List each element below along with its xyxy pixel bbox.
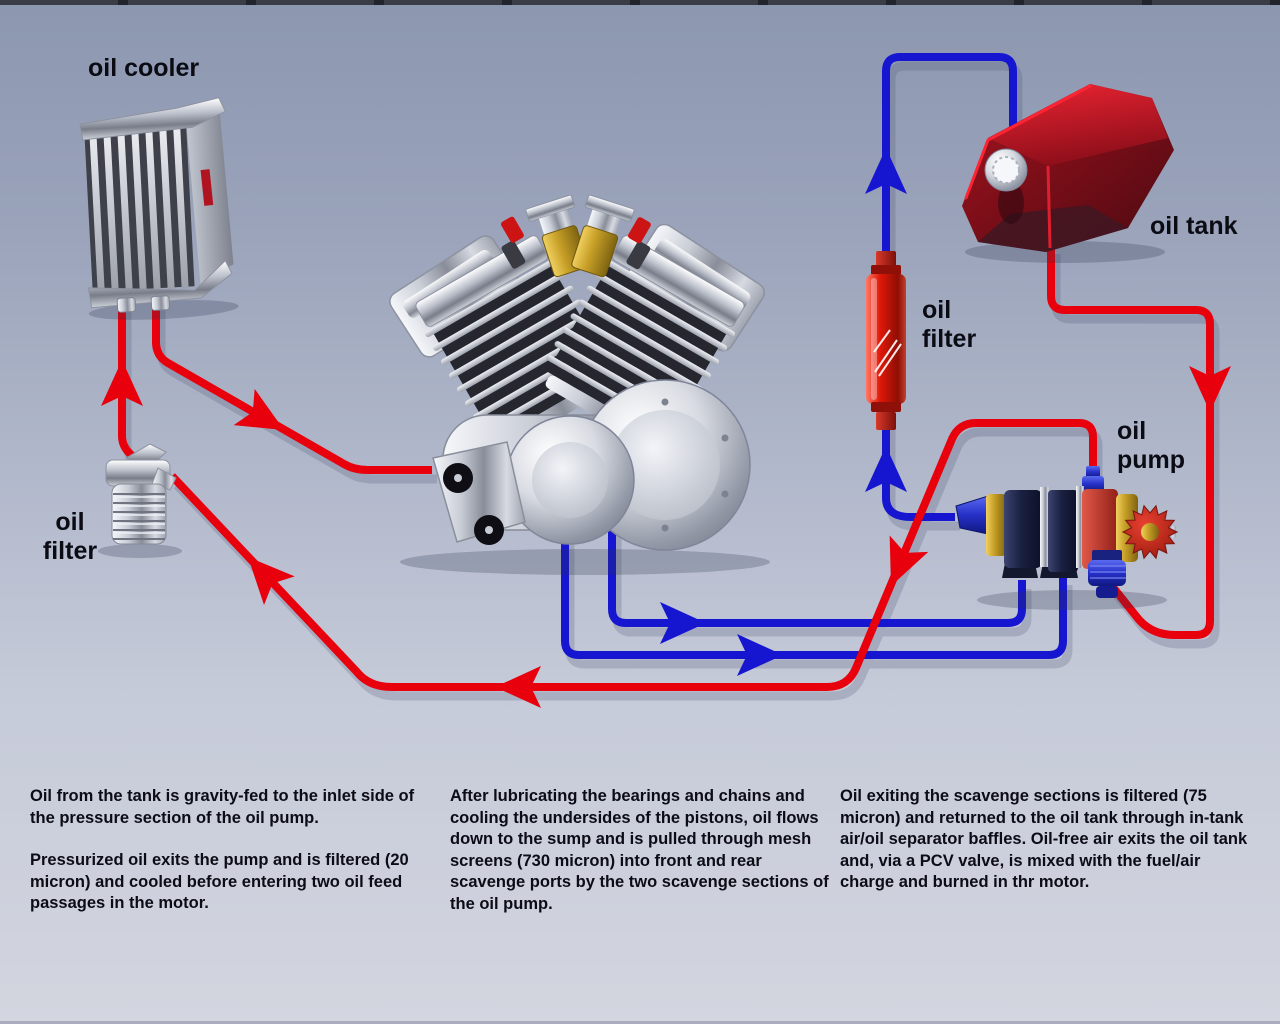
inline-oil-filter-graphic (866, 251, 906, 430)
oil-pump-graphic (955, 466, 1179, 610)
engine-graphic (389, 194, 770, 575)
oil-tank-graphic (962, 84, 1174, 263)
scavenge-section-text: After lubricating the bearings and chain… (450, 786, 830, 915)
scavenge-line-filter-to-tank (882, 53, 1017, 262)
oil-pump-label: oil pump (1117, 417, 1185, 475)
pressure-section-text: Oil from the tank is gravity-fed to the … (30, 786, 432, 915)
oil-filter-left-label-line1: oil (55, 508, 85, 536)
scavenge-lines (561, 53, 1067, 676)
scavenge-line-front-sump (561, 520, 1067, 659)
pressure-line-tank-to-pump (1047, 245, 1214, 639)
oil-filter-right-label: oil filter (922, 296, 976, 354)
pressure-section-paragraph-2: Pressurized oil exits the pump and is fi… (30, 851, 409, 912)
scavenge-section-paragraph: After lubricating the bearings and chain… (450, 787, 829, 913)
oil-filter-right-label-line1: oil (922, 296, 952, 324)
oil-filter-left-label: oil filter (30, 508, 110, 566)
oil-filter-right-label-line2: filter (922, 325, 977, 353)
pressure-lines (101, 245, 1231, 708)
top-window-edge (0, 0, 1280, 5)
scavenge-line-pump-to-filter (882, 420, 955, 521)
return-section-text: Oil exiting the scavenge sections is fil… (840, 786, 1248, 894)
oil-filter-left-label-line2: filter (42, 537, 98, 565)
oil-tank-label: oil tank (1150, 212, 1238, 240)
chrome-oil-filter-graphic (98, 443, 182, 558)
oil-pump-label-line1: oil (1117, 417, 1147, 445)
oil-cooler-label: oil cooler (88, 54, 200, 82)
bottom-window-edge (0, 1021, 1280, 1024)
scavenge-line-rear-sump (608, 520, 1026, 627)
oil-pump-label-line2: pump (1117, 446, 1186, 474)
return-section-paragraph: Oil exiting the scavenge sections is fil… (840, 787, 1248, 891)
pressure-section-paragraph-1: Oil from the tank is gravity-fed to the … (30, 787, 415, 827)
oil-cooler-graphic (79, 97, 239, 320)
